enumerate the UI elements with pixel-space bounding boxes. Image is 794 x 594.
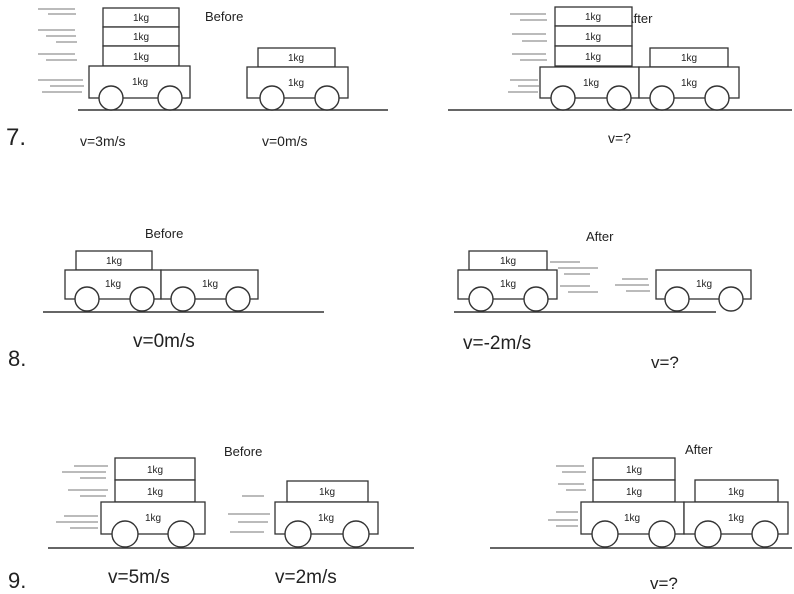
cart-right: 1kg 1kg bbox=[246, 47, 349, 111]
block-label: 1kg bbox=[728, 487, 744, 498]
wheel bbox=[591, 520, 619, 548]
wheel bbox=[111, 520, 139, 548]
wheel bbox=[718, 286, 744, 312]
cart-left: 1kg 1kg bbox=[457, 250, 558, 312]
velocity-label: v=-2m/s bbox=[463, 333, 531, 354]
cart-label: 1kg bbox=[105, 279, 121, 290]
wheel bbox=[694, 520, 722, 548]
wheel bbox=[167, 520, 195, 548]
problem-number: 7. bbox=[6, 124, 26, 151]
cart-left: 1kg 1kg 1kg bbox=[100, 457, 206, 548]
block-label: 1kg bbox=[147, 487, 163, 498]
cart-right: 1kg 1kg bbox=[683, 479, 789, 548]
wheel bbox=[704, 85, 730, 111]
wheel bbox=[129, 286, 155, 312]
block-label: 1kg bbox=[626, 487, 642, 498]
velocity-label: v=0m/s bbox=[262, 133, 308, 149]
problem-8: 8. Before 1kg 1kg 1kg v=0m/s After bbox=[8, 226, 752, 372]
panel-title: Before bbox=[145, 226, 183, 241]
wheel bbox=[606, 85, 632, 111]
wheel bbox=[648, 520, 676, 548]
wheel bbox=[468, 286, 494, 312]
cart-right: 1kg 1kg bbox=[638, 47, 740, 111]
cart-left: 1kg 1kg 1kg 1kg bbox=[88, 7, 191, 111]
cart-label: 1kg bbox=[728, 513, 744, 524]
wheel bbox=[98, 85, 124, 111]
problem-9: 9. Before 1kg 1kg bbox=[8, 442, 792, 593]
wheel bbox=[523, 286, 549, 312]
problem-number: 9. bbox=[8, 568, 26, 593]
cart-label: 1kg bbox=[202, 279, 218, 290]
cart-label: 1kg bbox=[318, 513, 334, 524]
block-label: 1kg bbox=[288, 53, 304, 64]
motion-lines bbox=[56, 465, 270, 533]
cart-label: 1kg bbox=[288, 78, 304, 89]
velocity-label: v=2m/s bbox=[275, 567, 337, 588]
wheel bbox=[284, 520, 312, 548]
before-panel: Before 1kg 1kg bbox=[48, 444, 414, 588]
problem-7: 7. Before 1kg 1kg 1 bbox=[6, 6, 792, 151]
block-label: 1kg bbox=[585, 52, 601, 63]
cart-label: 1kg bbox=[500, 279, 516, 290]
velocity-label: v=0m/s bbox=[133, 331, 195, 352]
velocity-label: v=? bbox=[608, 130, 631, 146]
panel-title: Before bbox=[205, 9, 243, 24]
panel-title: After bbox=[685, 442, 713, 457]
cart-label: 1kg bbox=[145, 513, 161, 524]
cart-right: 1kg 1kg bbox=[274, 480, 379, 548]
motion-lines bbox=[508, 13, 547, 93]
block-label: 1kg bbox=[681, 53, 697, 64]
velocity-label: v=? bbox=[650, 574, 678, 593]
block-label: 1kg bbox=[147, 465, 163, 476]
wheel bbox=[225, 286, 251, 312]
problem-number: 8. bbox=[8, 346, 26, 371]
cart-label: 1kg bbox=[132, 77, 148, 88]
cart-left: 1kg 1kg 1kg bbox=[580, 457, 685, 548]
block-label: 1kg bbox=[626, 465, 642, 476]
panel-title: After bbox=[586, 229, 614, 244]
wheel bbox=[170, 286, 196, 312]
wheel bbox=[314, 85, 340, 111]
panel-title: Before bbox=[224, 444, 262, 459]
velocity-label: v=5m/s bbox=[108, 567, 170, 588]
block-label: 1kg bbox=[133, 32, 149, 43]
motion-lines bbox=[38, 8, 84, 93]
cart-left: 1kg 1kg 1kg 1kg bbox=[539, 6, 640, 111]
block-label: 1kg bbox=[585, 32, 601, 43]
wheel bbox=[342, 520, 370, 548]
block-label: 1kg bbox=[585, 12, 601, 23]
wheel bbox=[157, 85, 183, 111]
block-label: 1kg bbox=[133, 52, 149, 63]
cart-label: 1kg bbox=[583, 78, 599, 89]
wheel bbox=[74, 286, 100, 312]
cart-left: 1kg 1kg bbox=[64, 250, 162, 312]
after-panel: After 1kg 1kg 1kg bbox=[454, 229, 752, 372]
wheel bbox=[649, 85, 675, 111]
after-panel: After 1kg 1kg 1kg bbox=[490, 442, 792, 593]
block-label: 1kg bbox=[500, 256, 516, 267]
cart-label: 1kg bbox=[681, 78, 697, 89]
block-label: 1kg bbox=[319, 487, 335, 498]
cart-label: 1kg bbox=[696, 279, 712, 290]
before-panel: Before 1kg 1kg 1kg v=0m/s bbox=[43, 226, 324, 352]
wheel bbox=[259, 85, 285, 111]
block bbox=[554, 45, 633, 67]
velocity-label: v=? bbox=[651, 353, 679, 372]
cart-right: 1kg bbox=[655, 269, 752, 312]
velocity-label: v=3m/s bbox=[80, 133, 126, 149]
motion-lines bbox=[548, 465, 586, 527]
before-panel: Before 1kg 1kg 1kg bbox=[38, 7, 388, 149]
wheel bbox=[664, 286, 690, 312]
block-label: 1kg bbox=[133, 13, 149, 24]
after-panel: After 1kg 1kg 1kg 1kg bbox=[448, 6, 792, 146]
motion-lines bbox=[550, 261, 650, 293]
wheel bbox=[550, 85, 576, 111]
block-label: 1kg bbox=[106, 256, 122, 267]
cart-right: 1kg bbox=[160, 269, 259, 312]
wheel bbox=[751, 520, 779, 548]
cart-label: 1kg bbox=[624, 513, 640, 524]
